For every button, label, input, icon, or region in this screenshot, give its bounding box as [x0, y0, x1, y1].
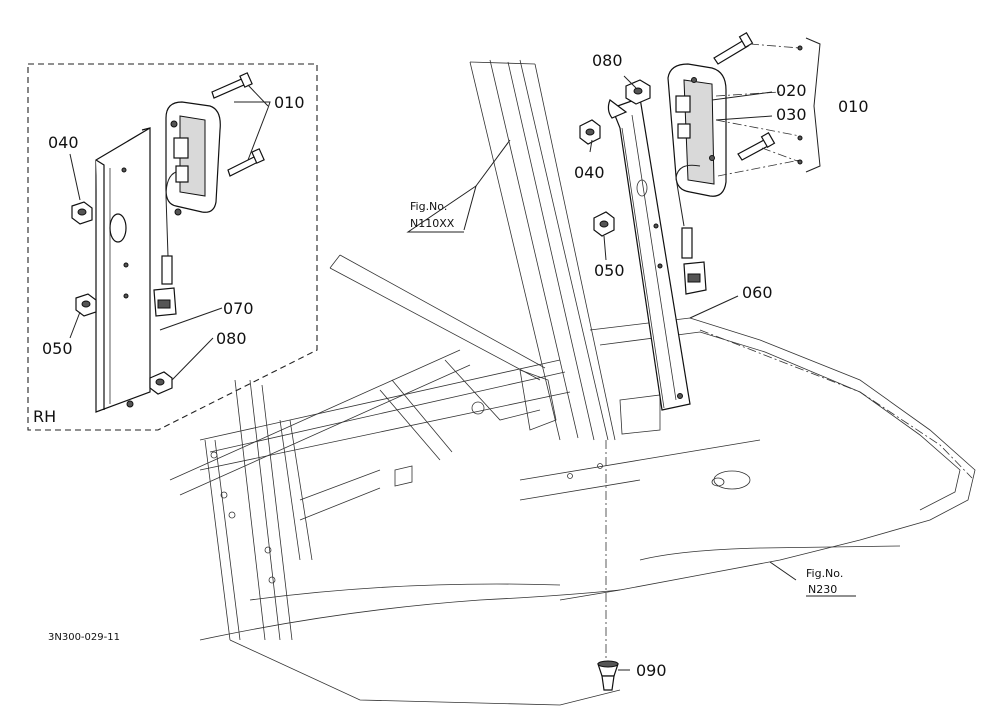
callout-inset-070: 070: [223, 299, 254, 318]
main-nut-040: [579, 119, 601, 145]
main-harness: [675, 164, 707, 295]
callout-main-090: 090: [636, 661, 667, 680]
main-leaders: [406, 75, 856, 671]
figref-2-line1: Fig.No.: [806, 567, 843, 580]
callout-main-030: 030: [776, 105, 807, 124]
inset-screws: [211, 72, 265, 177]
figref-2-line2: N230: [808, 583, 837, 596]
callout-main-040: 040: [574, 163, 605, 182]
figref-1-line1: Fig.No.: [410, 200, 447, 213]
inset-bracket: [95, 126, 151, 413]
inset-nut-040: [71, 201, 93, 225]
drawing-code: 3N300-029-11: [48, 632, 120, 643]
callout-inset-080: 080: [216, 329, 247, 348]
figref-1-line2: N110XX: [410, 217, 455, 230]
main-screws: [713, 31, 776, 161]
inset-harness: [153, 171, 177, 317]
callout-main-010: 010: [838, 97, 869, 116]
inset-nut-050: [75, 293, 97, 317]
callout-main-020: 020: [776, 81, 807, 100]
main-bolt-080: [625, 79, 651, 105]
main-light-housing: [667, 63, 727, 197]
inset-label: RH: [33, 407, 56, 426]
inset-frame: [27, 63, 318, 431]
inset-light-housing: [165, 101, 221, 216]
callout-main-080: 080: [592, 51, 623, 70]
inset-bolt-080: [149, 371, 173, 395]
main-clip-090: [597, 660, 619, 691]
callout-bracket-010: [715, 37, 821, 177]
frame-structure: [169, 59, 976, 706]
callout-main-050: 050: [594, 261, 625, 280]
main-nut-050: [593, 211, 615, 237]
inset-leaders: [69, 84, 271, 381]
callout-inset-010: 010: [274, 93, 305, 112]
callout-inset-040: 040: [48, 133, 79, 152]
callout-main-060: 060: [742, 283, 773, 302]
callout-inset-050: 050: [42, 339, 73, 358]
main-bracket: [607, 97, 691, 411]
